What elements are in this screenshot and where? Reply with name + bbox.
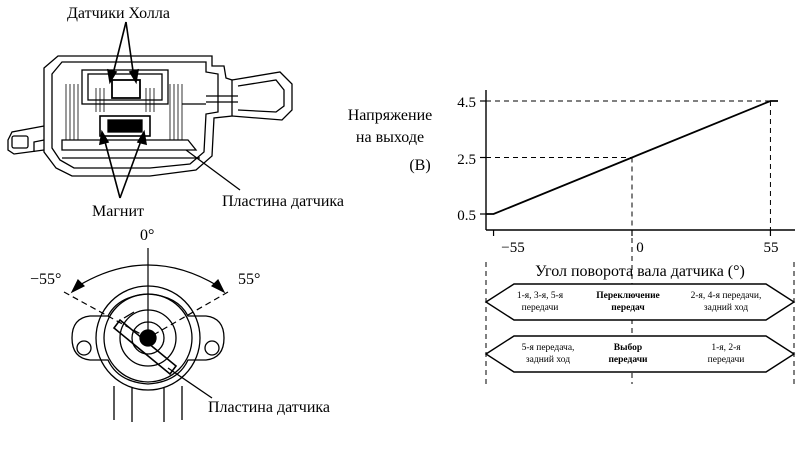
band-upper-center-2: передач bbox=[611, 303, 645, 313]
band-upper-right-2: задний ход bbox=[704, 302, 748, 313]
magnet-label: Магнит bbox=[92, 203, 144, 220]
y-tick-4-5: 4.5 bbox=[457, 95, 476, 111]
voltage-series-line bbox=[486, 100, 778, 215]
plate-pointer-top bbox=[185, 149, 241, 191]
magnet-pointer bbox=[99, 129, 147, 199]
y-tick-2-5: 2.5 bbox=[457, 152, 476, 168]
y-tick-0-5: 0.5 bbox=[457, 208, 476, 224]
band-upper-right-1: 2-я, 4-я передачи, bbox=[691, 291, 762, 301]
band-upper-arrow bbox=[484, 283, 796, 321]
chart-xlabel: Угол поворота вала датчика (°) bbox=[535, 263, 745, 280]
x-tick-0: 0 bbox=[636, 240, 644, 256]
angle-zero-label: 0° bbox=[140, 227, 154, 244]
sensor-plate-label-bottom: Пластина датчика bbox=[208, 399, 330, 416]
band-lower-right-2: передачи bbox=[708, 355, 745, 365]
sensor-plate-label-top: Пластина датчика bbox=[222, 193, 344, 210]
band-lower-center-2: передачи bbox=[608, 355, 648, 365]
angle-neg-label: −55° bbox=[30, 271, 61, 288]
band-lower-right-1: 1-я, 2-я bbox=[711, 343, 741, 353]
x-tick-55: 55 bbox=[764, 240, 779, 256]
hall-sensors-pointer bbox=[107, 21, 139, 85]
band-lower-arrow bbox=[484, 335, 796, 373]
band-upper-center-1: Переключение bbox=[596, 291, 660, 301]
hall-sensors-label: Датчики Холла bbox=[67, 5, 170, 22]
output-voltage-chart: Напряжение на выходе (В) 4.5 2.5 0.5 −55… bbox=[348, 90, 795, 384]
band-upper-left-1: 1-я, 3-я, 5-я bbox=[517, 291, 564, 301]
chart-ylabel-line-2: на выходе bbox=[356, 129, 424, 146]
sensor-cross-section bbox=[7, 55, 293, 177]
plate-pointer-bottom bbox=[167, 367, 213, 399]
band-lower-left-2: задний ход bbox=[526, 354, 570, 365]
angle-pos-label: 55° bbox=[238, 271, 260, 288]
band-lower-center-1: Выбор bbox=[614, 342, 642, 353]
gear-shift-band-upper: 1-я, 3-я, 5-я передачи Переключение пере… bbox=[484, 283, 796, 321]
rotation-angle-marks bbox=[63, 248, 229, 339]
chart-ylabel-line-3: (В) bbox=[409, 157, 430, 174]
chart-ylabel-line-1: Напряжение bbox=[348, 107, 433, 124]
band-lower-left-1: 5-я передача, bbox=[522, 343, 575, 353]
gear-select-band-lower: 5-я передача, задний ход Выбор передачи … bbox=[484, 335, 796, 373]
x-tick-neg-55: −55 bbox=[501, 240, 524, 256]
band-upper-left-2: передачи bbox=[522, 303, 559, 313]
